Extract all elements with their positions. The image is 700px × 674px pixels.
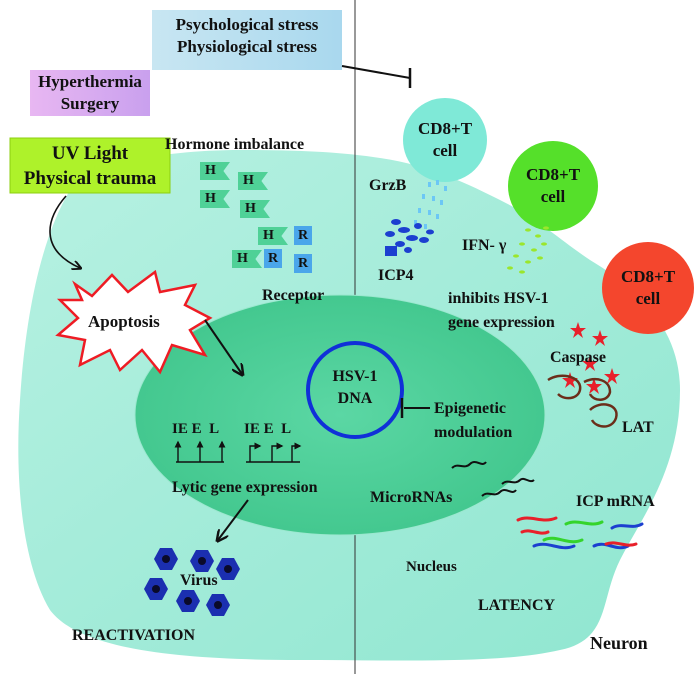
cd8-cell-1-circle: [403, 98, 487, 182]
hormone-h-icon: H: [258, 227, 288, 245]
cd8-cell-2-circle: [508, 141, 598, 231]
epigenetic-label: Epigenetic modulation: [434, 397, 512, 445]
lytic-to-virus-arrow: [218, 499, 249, 540]
hormone-h-icon: H: [240, 200, 270, 218]
cd8-cell-3-line2: cell: [635, 289, 661, 308]
stress-box: Psychological stress Physiological stres…: [152, 14, 342, 58]
caspase-label: Caspase: [550, 349, 607, 366]
hsv-label: HSV-1: [332, 368, 378, 385]
virus-particles: [144, 548, 240, 616]
lytic-gene-expression-label: Lytic gene expression: [172, 479, 318, 496]
lat-label: LAT: [622, 419, 654, 436]
physiological-stress-label: Physiological stress: [177, 37, 317, 56]
dna-label: DNA: [337, 390, 373, 407]
microrna-squiggles: [451, 461, 535, 497]
ifn-granules: [507, 226, 549, 274]
hyperthermia-label: Hyperthermia: [38, 72, 142, 91]
uv-light-label: UV Light: [51, 143, 129, 164]
cd8-cell-3-line1: CD8+T: [620, 267, 676, 286]
cd8-t-cell-3: CD8+T cell: [602, 242, 694, 334]
receptor-r-icon: R: [294, 226, 312, 245]
ifn-gamma-label: IFN- γ: [462, 237, 507, 254]
cd8-cell-1-line1: CD8+T: [417, 119, 473, 138]
hormone-h-icon: H: [232, 250, 262, 268]
epigenetic-line1: Epigenetic: [434, 400, 506, 417]
neuron-label: Neuron: [590, 633, 648, 653]
icp-mrna-label: ICP mRNA: [576, 493, 655, 510]
cd8-cell-1-line2: cell: [432, 141, 458, 160]
hsv-dna-label: HSV-1 DNA: [315, 366, 395, 410]
hsv-dna-ring: [306, 341, 404, 439]
virus-label: Virus: [180, 572, 218, 589]
inhibits-label: inhibits HSV-1 gene expression: [448, 287, 555, 335]
inhibits-line1: inhibits HSV-1: [448, 290, 549, 307]
nucleus-label: Nucleus: [406, 559, 457, 575]
icp4-cluster: [385, 219, 434, 256]
hormone-h-icon: H: [238, 172, 268, 190]
surgery-label: Surgery: [60, 94, 120, 113]
stress-inhibit-line: [341, 65, 411, 79]
gene-arrows-group2: [246, 442, 302, 463]
gene-arrows-group1: [174, 440, 226, 463]
cd8-t-cell-1: CD8+T cell: [403, 98, 487, 182]
apoptosis-arrow: [204, 319, 242, 374]
epigenetic-line2: modulation: [434, 424, 513, 441]
icp4-label: ICP4: [378, 267, 414, 284]
receptor-r-icon: R: [294, 254, 312, 273]
uv-box: UV Light Physical trauma: [10, 141, 170, 191]
apoptosis-burst: [55, 269, 213, 375]
hormone-imbalance-label: Hormone imbalance: [165, 136, 305, 153]
reactivation-label: REACTIVATION: [72, 627, 195, 644]
cd8-cell-2-line1: CD8+T: [525, 165, 581, 184]
stress-box-bg: [152, 10, 342, 70]
inhibits-line2: gene expression: [448, 314, 555, 331]
cd8-t-cell-2: CD8+T cell: [508, 141, 598, 231]
gene-group-1-label: IE E L: [172, 421, 220, 437]
hormone-h-icon: H: [200, 190, 230, 208]
grzb-label: GrzB: [369, 177, 407, 194]
hormone-h-icon: H: [200, 162, 230, 180]
psychological-stress-label: Psychological stress: [175, 15, 319, 34]
physical-trauma-label: Physical trauma: [23, 168, 157, 189]
latency-label: LATENCY: [478, 597, 556, 614]
hyperthermia-box: Hyperthermia Surgery: [30, 71, 150, 115]
cd8-cell-3-circle: [602, 242, 694, 334]
nucleus-ellipse: [134, 294, 546, 536]
gene-group-2-label: IE E L: [244, 421, 292, 437]
apoptosis-label: Apoptosis: [88, 312, 160, 331]
caspase-stars: [562, 322, 620, 394]
lat-loops: [547, 374, 618, 428]
cd8-cell-2-line2: cell: [540, 187, 566, 206]
receptor-label: Receptor: [262, 287, 325, 304]
micrornas-label: MicroRNAs: [370, 489, 453, 506]
receptor-r-icon: R: [264, 249, 282, 268]
icp-mrna-strands: [516, 516, 644, 550]
uv-arrow: [49, 195, 80, 268]
hyperthermia-box-bg: [30, 70, 150, 116]
uv-box-bg: [9, 137, 171, 194]
grzb-granules: [414, 180, 447, 229]
